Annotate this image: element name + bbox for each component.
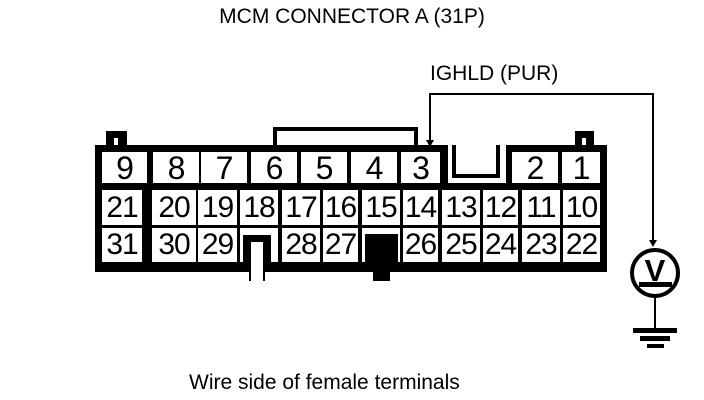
ground-bar-3	[647, 344, 664, 348]
pin-2-cell: 2	[512, 152, 558, 184]
top-notch-outline-right	[496, 145, 500, 178]
wire-signal-label: IGHLD (PUR)	[430, 62, 559, 85]
pin-4-cell: 4	[351, 152, 397, 184]
pin-21-cell: 21	[102, 190, 142, 225]
ground-icon	[633, 328, 677, 333]
keyway-channel	[251, 242, 263, 281]
pin-28-cell: 28	[282, 228, 320, 262]
pin-15-cell: 15	[362, 190, 400, 225]
voltmeter-underline	[639, 282, 672, 287]
pin-23-cell: 23	[522, 228, 560, 262]
pin-19-cell: 19	[198, 190, 237, 225]
pin-18-cell: 18	[240, 190, 278, 225]
housing-tab-left-slit	[114, 138, 118, 145]
voltmeter-label: V	[644, 253, 666, 288]
pin-9-cell: 9	[102, 152, 147, 184]
pin-12-cell: 12	[483, 190, 518, 225]
keyway-channel-edge-right	[263, 272, 265, 281]
pin-8-cell: 8	[153, 152, 199, 184]
pin-27-cell: 27	[323, 228, 358, 262]
pin-5-cell: 5	[301, 152, 347, 184]
housing-tab-right-slit	[582, 138, 586, 145]
caption: Wire side of female terminals	[189, 371, 460, 394]
keyway-leg-left	[243, 235, 251, 272]
wire-drop-to-meter	[652, 93, 654, 240]
pin-1-cell: 1	[562, 152, 600, 184]
pin-29-cell: 29	[198, 228, 237, 262]
pin-6-cell: 6	[251, 152, 297, 184]
wire-drop-to-pin3	[429, 93, 431, 141]
pin-24-cell: 24	[483, 228, 518, 262]
keyway-channel-edge-left	[249, 272, 251, 281]
pin-22-cell: 22	[563, 228, 600, 262]
voltmeter-icon: V	[630, 248, 680, 298]
pin-7-cell: 7	[201, 152, 247, 184]
pin-11-cell: 11	[522, 190, 560, 225]
pin-14-cell: 14	[403, 190, 438, 225]
ground-bar-2	[640, 336, 670, 341]
keyway-leg-right	[263, 235, 271, 272]
blocked-plug-tab	[373, 262, 390, 281]
meter-to-ground-line	[654, 298, 656, 328]
pin-31-cell: 31	[102, 228, 142, 262]
pin-16-cell: 16	[323, 190, 358, 225]
pin-17-cell: 17	[282, 190, 320, 225]
meter-arrowhead-icon	[649, 240, 657, 247]
pin-26-cell: 26	[403, 228, 438, 262]
top-notch-outline-left	[452, 145, 456, 178]
pin-3-cell: 3	[401, 152, 440, 184]
pin-10-cell: 10	[563, 190, 600, 225]
pin3-arrowhead-icon	[426, 140, 434, 147]
pin-25-cell: 25	[442, 228, 480, 262]
blocked-plug	[365, 234, 398, 262]
top-notch-outline-bottom	[452, 174, 500, 178]
pin-30-cell: 30	[152, 228, 196, 262]
housing-lock-rib	[273, 127, 418, 145]
page-title: MCM CONNECTOR A (31P)	[219, 5, 485, 28]
keyway-top-bar	[243, 235, 271, 242]
pin-13-cell: 13	[442, 190, 480, 225]
pin-20-cell: 20	[152, 190, 196, 225]
wire-horizontal-line	[429, 93, 654, 95]
